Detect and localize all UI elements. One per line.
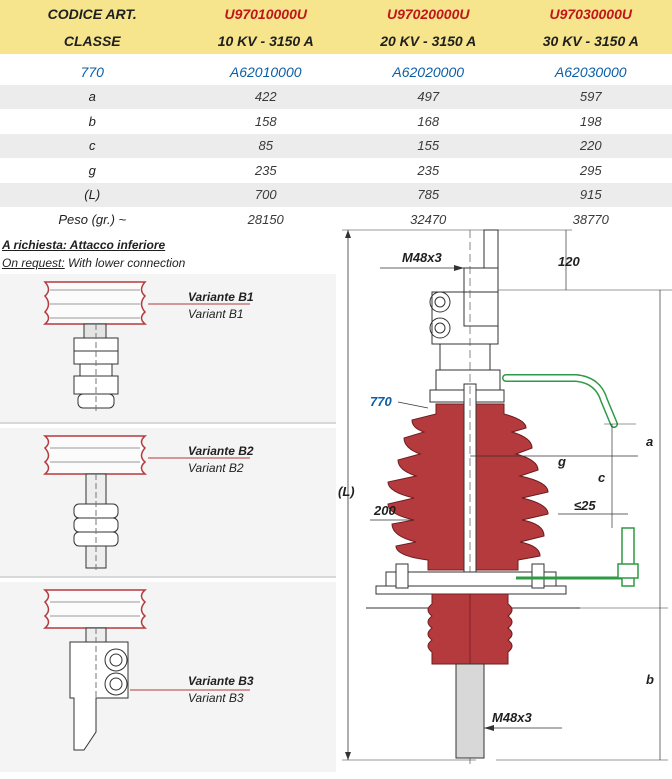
note-italian-prefix: A richiesta:: [2, 238, 67, 252]
variant-b2-drawing: [0, 428, 336, 578]
table-row: g 235 235 295: [0, 158, 672, 183]
table-cell: 235: [417, 162, 440, 178]
thread-top-label: M48x3: [402, 250, 443, 265]
note-english: On request: With lower connection: [2, 256, 185, 270]
part-row: 770 A62010000 A62020000 A62030000: [0, 60, 672, 85]
variant-b3-label-it: Variante B3: [188, 674, 254, 688]
table-cell: 85: [184, 133, 347, 158]
table-cell: 38770: [572, 211, 609, 227]
dim-25-label: ≤25: [574, 498, 596, 513]
part-ref-label: 770: [370, 394, 392, 409]
dim-200-label: 200: [373, 503, 396, 518]
dim-120-label: 120: [558, 254, 580, 269]
variant-b3-label-en: Variant B3: [188, 691, 244, 705]
variant-b1-label-it: Variante B1: [188, 290, 254, 304]
table-cell: 158: [254, 113, 277, 129]
table-row: Peso (gr.) ~ 28150 32470 38770: [0, 207, 672, 232]
variant-b1-drawing: [0, 274, 336, 424]
variant-b3-drawing: [0, 582, 336, 772]
table-cell: 295: [579, 162, 602, 178]
table-cell: 915: [509, 182, 672, 207]
table-cell: 497: [346, 84, 510, 109]
row-label: a: [0, 84, 185, 109]
part-cell: A62010000: [229, 64, 302, 81]
dim-c-label: c: [598, 470, 606, 485]
table-row: b 158 168 198: [0, 109, 672, 134]
variant-b3-panel: Variante B3 Variant B3: [0, 582, 336, 772]
table-cell: 168: [417, 113, 440, 129]
table-row: a 422 497 597: [0, 84, 672, 109]
header-label: CLASSE: [0, 27, 185, 54]
table-row: (L) 700 785 915: [0, 182, 672, 207]
code-cell: U97020000U: [346, 0, 510, 27]
note-english-text: With lower connection: [64, 256, 186, 270]
variant-b1-label-en: Variant B1: [188, 307, 244, 321]
table-cell: 32470: [410, 211, 447, 227]
table-cell: 155: [346, 133, 510, 158]
variant-b2-label-en: Variant B2: [188, 461, 244, 475]
dim-l-label: (L): [338, 484, 355, 499]
table-cell: 198: [579, 113, 602, 129]
part-label: 770: [80, 64, 104, 81]
variant-b1-panel: Variante B1 Variant B1: [0, 274, 336, 424]
variant-b2-panel: Variante B2 Variant B2: [0, 428, 336, 578]
code-cell: U97010000U: [184, 0, 347, 27]
class-cell: 10 KV - 3150 A: [184, 27, 347, 54]
class-cell: 20 KV - 3150 A: [346, 27, 510, 54]
note-italian-text: Attacco inferiore: [66, 238, 166, 252]
row-label: (L): [0, 182, 185, 207]
bushing-drawing: (L) M48x3 120: [336, 224, 672, 779]
row-label: g: [88, 162, 96, 178]
table-row: c 85 155 220: [0, 133, 672, 158]
header-row-class: CLASSE 10 KV - 3150 A 20 KV - 3150 A 30 …: [0, 27, 672, 54]
part-cell: A62020000: [392, 64, 465, 81]
row-label: b: [88, 113, 96, 129]
bushing-svg: (L) M48x3 120: [338, 229, 672, 764]
thread-bottom-label: M48x3: [492, 710, 533, 725]
row-label: c: [0, 133, 185, 158]
table-cell: 235: [254, 162, 277, 178]
table-cell: 700: [184, 182, 347, 207]
spec-table: CODICE ART. U97010000U U97020000U U97030…: [0, 0, 672, 232]
dim-g-label: g: [557, 454, 566, 469]
class-cell: 30 KV - 3150 A: [509, 27, 672, 54]
table-cell: 597: [509, 84, 672, 109]
table-cell: 220: [509, 133, 672, 158]
dim-b-label: b: [646, 672, 654, 687]
table-cell: 785: [346, 182, 510, 207]
table-cell: 28150: [247, 211, 284, 227]
part-cell: A62030000: [554, 64, 627, 81]
dim-a-label: a: [646, 434, 653, 449]
variant-b2-label-it: Variante B2: [188, 444, 254, 458]
row-label: Peso (gr.) ~: [58, 211, 127, 227]
note-italian: A richiesta: Attacco inferiore: [2, 238, 165, 252]
code-cell: U97030000U: [509, 0, 672, 27]
note-english-prefix: On request:: [2, 256, 65, 270]
header-row-codes: CODICE ART. U97010000U U97020000U U97030…: [0, 0, 672, 27]
table-cell: 422: [184, 84, 347, 109]
header-label: CODICE ART.: [0, 0, 185, 27]
